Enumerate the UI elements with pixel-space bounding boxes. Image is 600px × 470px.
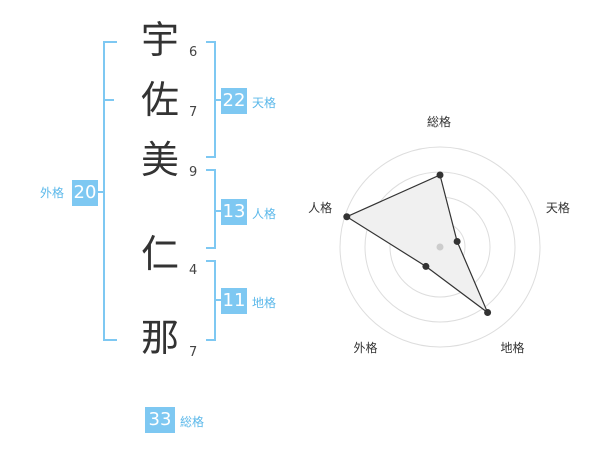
jinkaku-value: 13 bbox=[221, 199, 247, 225]
gaikaku-label: 外格 bbox=[40, 186, 65, 200]
radar-center-dot bbox=[436, 243, 444, 251]
radar-axis-label-chikaku: 地格 bbox=[500, 341, 525, 356]
radar-point bbox=[484, 309, 492, 317]
name-char-3: 美 bbox=[140, 138, 179, 182]
radar-point bbox=[436, 171, 444, 179]
radar-point bbox=[422, 262, 430, 270]
name-char-2: 佐 bbox=[140, 78, 179, 122]
tenkaku-value: 22 bbox=[221, 88, 247, 114]
gaikaku-value: 20 bbox=[72, 180, 98, 206]
stroke-count-3: 9 bbox=[189, 165, 198, 180]
radar-point bbox=[343, 213, 351, 221]
radar-axis-label-tenkaku: 天格 bbox=[545, 201, 570, 216]
name-char-5: 那 bbox=[140, 316, 179, 360]
chikaku-label: 地格 bbox=[252, 296, 277, 310]
jinkaku-label: 人格 bbox=[252, 207, 277, 221]
stroke-count-2: 7 bbox=[189, 105, 198, 120]
fortune-radar-chart bbox=[339, 146, 541, 348]
tenkaku-label: 天格 bbox=[252, 96, 277, 110]
gaikaku-bracket bbox=[103, 41, 117, 341]
radar-axis-label-jinkaku: 人格 bbox=[308, 201, 333, 216]
jinkaku-bracket bbox=[206, 169, 216, 249]
soukaku-value: 33 bbox=[145, 407, 175, 433]
chikaku-value: 11 bbox=[221, 288, 247, 314]
radar-point bbox=[453, 237, 461, 245]
radar-ring bbox=[339, 146, 541, 348]
tenkaku-bracket bbox=[206, 41, 216, 158]
stroke-count-5: 7 bbox=[189, 345, 198, 360]
stroke-count-4: 4 bbox=[189, 263, 198, 278]
name-char-4: 仁 bbox=[140, 232, 179, 276]
radar-points bbox=[343, 171, 492, 317]
radar-axis-label-gaikaku: 外格 bbox=[353, 341, 378, 356]
name-char-1: 宇 bbox=[140, 18, 179, 62]
soukaku-label: 総格 bbox=[180, 415, 205, 429]
stroke-count-1: 6 bbox=[189, 45, 198, 60]
radar-polygon bbox=[345, 174, 490, 315]
radar-axis-label-soukaku: 総格 bbox=[427, 115, 452, 129]
chikaku-bracket bbox=[206, 260, 216, 341]
